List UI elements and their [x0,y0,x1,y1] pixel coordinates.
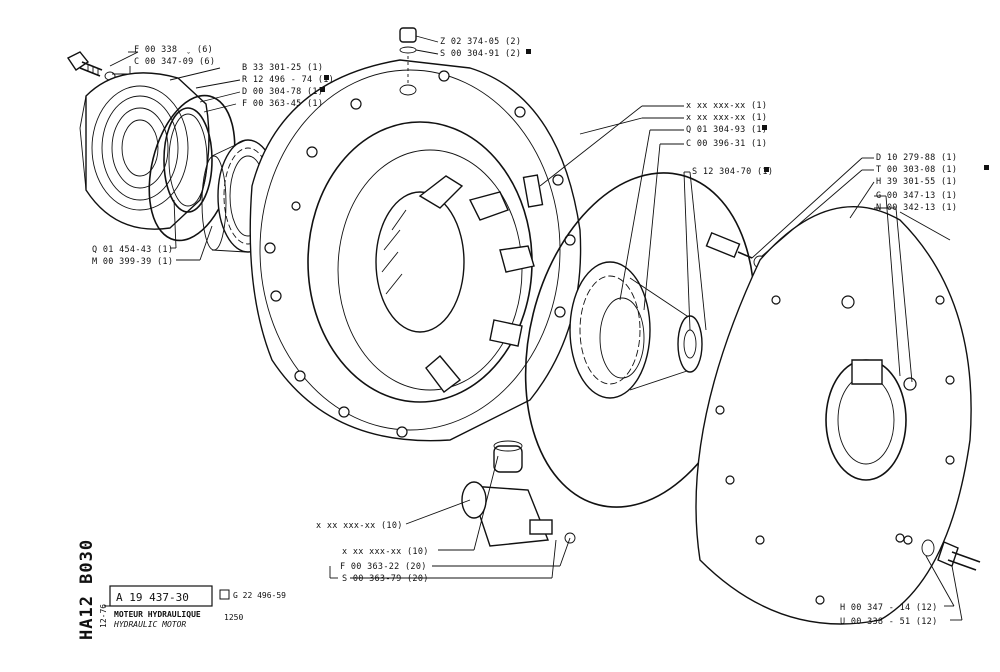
label-t0030308: T 00 303-08 (1) [876,165,957,175]
top-plug-drawing [399,27,417,84]
label-h0034714: H 00 347 - 14 (12) [840,603,938,613]
label-xxx-1a: x xx xxx-xx (1) [686,101,767,111]
label-u0033851: U 00 338 - 51 (12) [840,617,938,627]
label-c0039631: C 00 396-31 (1) [686,139,767,149]
label-f00338: F 00 338 [134,45,177,55]
piston-assembly-drawing [461,440,576,547]
label-xxx-1b: x xx xxx-xx (1) [686,113,767,123]
model-number: 1250 [224,613,243,622]
label-s0036379: S 00 363-79 (20) [342,574,429,584]
bearing-right-drawing [569,261,703,399]
label-xxx-10a: x xx xxx-xx (10) [316,521,403,531]
fitting-right-drawing [705,231,767,269]
label-z0237405: Z 02 374-05 (2) [440,37,521,47]
label-c0034709: C 00 347-09 (6) [134,57,215,67]
label-s1230470: S 12 304-70 (1) [692,167,773,177]
sheet-code: HA12 B030 [77,539,97,640]
drawing-number: A 19 437-30 [116,591,189,604]
title-french: MOTEUR HYDRAULIQUE [114,610,201,619]
bolt-topleft-drawing [66,51,116,81]
sheet-date: 12-76 [99,604,108,628]
leader-lines [109,35,963,621]
label-h3930155: H 39 301-55 (1) [876,177,957,187]
marker-s0030491 [526,49,531,54]
part-labels: F 00 338 ˬ (6) C 00 347-09 (6) B 33 301-… [92,37,989,627]
marker-s1230470 [764,167,769,172]
label-f00338-qty: ˬ (6) [186,45,213,55]
label-s0030491: S 00 304-91 (2) [440,49,521,59]
label-q0130493: Q 01 304-93 (1) [686,125,767,135]
snap-ring-drawing [163,107,213,213]
marker-r1249674 [324,75,329,80]
label-f0036345: F 00 363-45 (1) [242,99,323,109]
label-d0030478: D 00 304-78 (1) [242,87,323,97]
rotor-cam-drawing [375,174,544,393]
label-f0036322: F 00 363-22 (20) [340,562,427,572]
label-xxx-10b: x xx xxx-xx (10) [342,547,429,557]
marker-q0130493 [762,125,767,130]
label-n0034213: N 00 342-13 (1) [876,203,957,213]
marker-d0030478 [320,87,325,92]
label-r1249674: R 12 496 - 74 (1) [242,75,334,85]
title-english: HYDRAULIC MOTOR [113,620,186,629]
marker-t0030308 [984,165,989,170]
end-cover-right-drawing [695,206,972,625]
label-b3330125: B 33 301-25 (1) [242,63,323,73]
reference-number: G 22 496-59 [233,591,286,600]
title-block: HA12 B030 A 19 437-30 G 22 496-59 12-76 … [77,539,286,640]
label-d1027988: D 10 279-88 (1) [876,153,957,163]
label-q0145443: Q 01 454-43 (1) [92,245,173,255]
label-g0034713: G 00 347-13 (1) [876,191,957,201]
label-m0039939: M 00 399-39 (1) [92,257,173,267]
